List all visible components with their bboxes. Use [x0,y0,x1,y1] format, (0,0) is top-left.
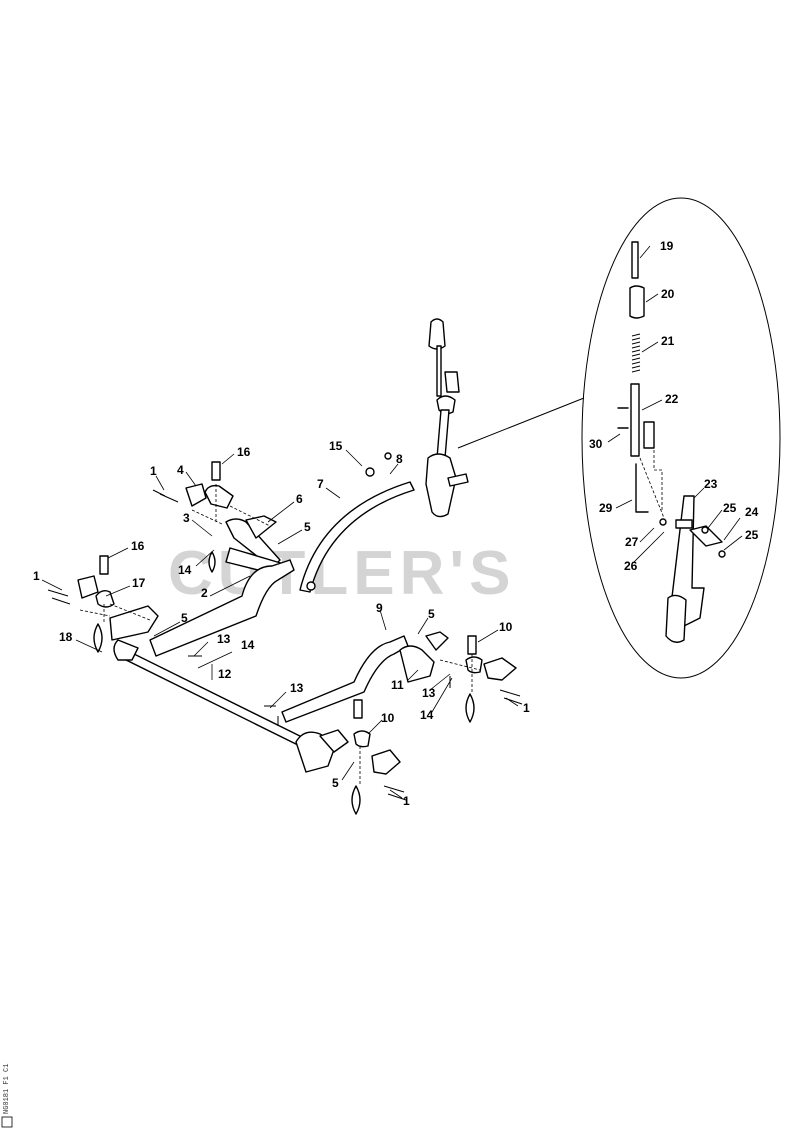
drawing-code: NG0181 F1 C1 [3,1064,11,1114]
callout-25-upper: 25 [723,501,737,515]
callout-16-left: 16 [131,539,145,553]
bottom-assembly [351,699,407,815]
callout-22: 22 [665,392,679,406]
callout-24: 24 [745,505,759,519]
callout-1-right: 1 [523,701,530,715]
callout-12: 12 [218,667,232,681]
detail-connector-line [457,397,585,449]
callout-7: 7 [317,477,324,491]
callout-10-right: 10 [499,620,513,634]
detail-view-ellipse [581,197,781,679]
callout-10-bottom: 10 [381,711,395,725]
callout-26: 26 [624,559,638,573]
callout-21: 21 [661,334,675,348]
callout-1-bottom: 1 [403,794,410,808]
callout-29: 29 [599,501,613,515]
link-2 [149,559,295,657]
callout-13-mid: 13 [290,681,304,695]
drawing-code-text: NG0181 F1 C1 [3,1064,11,1114]
right-assembly [399,631,523,723]
callout-6: 6 [296,492,303,506]
callout-11: 11 [391,678,404,692]
callout-14-mid: 14 [241,638,255,652]
callout-15: 15 [329,439,343,453]
callouts: 19 20 21 22 30 29 23 25 24 25 27 26 16 1… [33,239,759,808]
callout-25-lower: 25 [745,528,759,542]
callout-27: 27 [625,535,639,549]
arc-link [299,481,415,593]
callout-23: 23 [704,477,718,491]
callout-5-left: 5 [181,611,188,625]
drawing-code-box [1,1116,13,1128]
callout-5-bottom: 5 [332,776,339,790]
callout-1-left: 1 [33,569,40,583]
callout-9: 9 [376,601,383,615]
right-link [281,635,409,723]
leader-lines [41,245,743,799]
callout-18: 18 [59,630,73,644]
callout-5-right: 5 [428,607,435,621]
callout-1-upper: 1 [150,464,157,478]
callout-20: 20 [661,287,675,301]
detail-assembly [617,241,726,643]
callout-13-right: 13 [422,686,436,700]
callout-13-left: 13 [217,632,231,646]
callout-8: 8 [396,452,403,466]
callout-30: 30 [589,437,603,451]
watermark: CUTLER'S [168,539,516,608]
callout-14-upper: 14 [178,563,192,577]
callout-14-right: 14 [420,708,434,722]
callout-2: 2 [201,586,208,600]
control-lever [425,318,469,518]
callout-19: 19 [660,239,674,253]
callout-17: 17 [132,576,146,590]
cross-shaft [113,639,349,773]
callout-5-upper: 5 [304,520,311,534]
callout-4: 4 [177,463,184,477]
callout-3: 3 [183,511,190,525]
callout-16-upper: 16 [237,445,251,459]
